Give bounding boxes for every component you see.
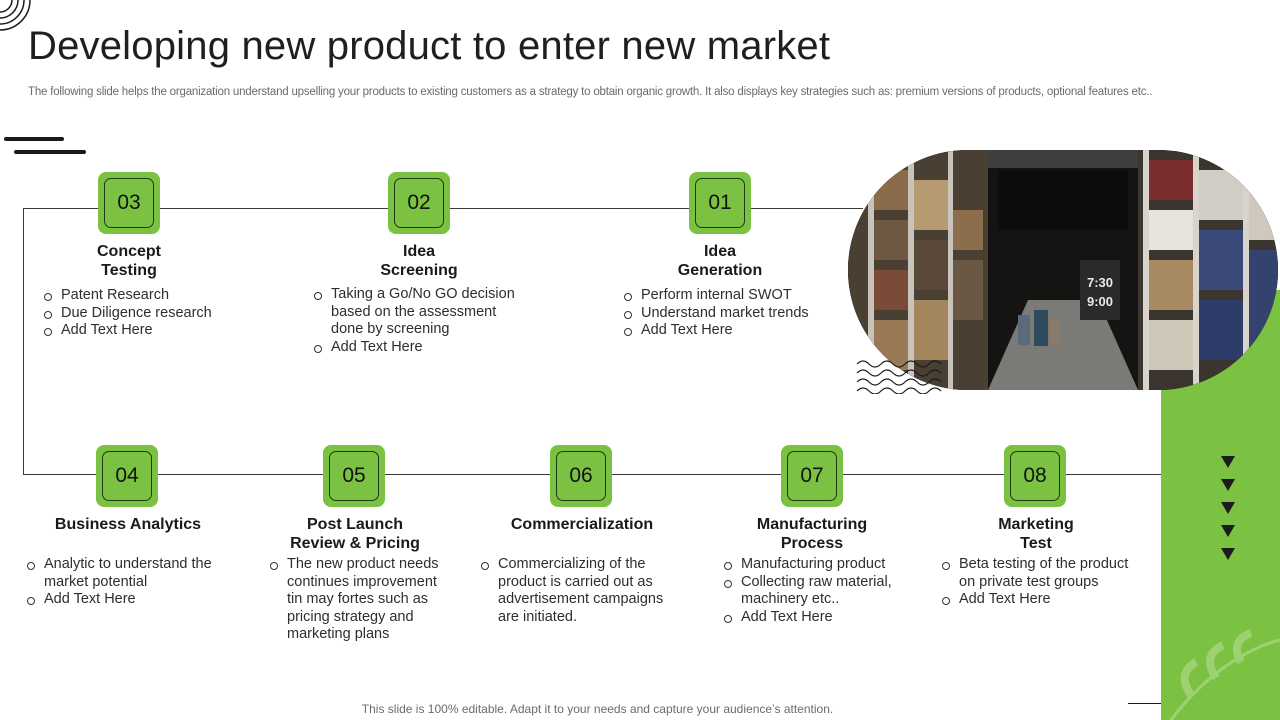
warehouse-photo: 7:30 9:00 (848, 150, 1278, 390)
bullet-item: Add Text Here (26, 591, 226, 609)
step-title-line: Review & Pricing (290, 535, 420, 552)
bullet-item: Add Text Here (623, 322, 848, 340)
down-triangle-icon (1221, 479, 1235, 491)
bullet-item: Taking a Go/No GO decision based on the … (313, 286, 531, 339)
step-title-post-launch-review: Post Launch Review & Pricing (290, 515, 420, 553)
step-number: 06 (556, 451, 606, 501)
decorative-dash (4, 137, 64, 141)
step-badge-07: 07 (781, 445, 843, 507)
bullet-item: Add Text Here (723, 609, 913, 627)
step-title-line: Process (780, 535, 844, 552)
step-title-line: Concept (97, 243, 161, 260)
bullet-item: Add Text Here (43, 322, 263, 340)
step-title-concept-testing: Concept Testing (97, 242, 161, 280)
slide-title: Developing new product to enter new mark… (28, 24, 831, 68)
step-number: 04 (102, 451, 152, 501)
down-triangle-icon (1221, 456, 1235, 468)
step-title-line: Marketing (998, 516, 1074, 533)
footer-rule (1128, 703, 1161, 704)
store-hours-sign-2: 9:00 (1087, 294, 1113, 309)
bullet-item: Understand market trends (623, 305, 848, 323)
step-title-commercialization: Commercialization (511, 515, 653, 534)
step-number: 03 (104, 178, 154, 228)
step-bullets-06: Commercializing of the product is carrie… (480, 556, 680, 626)
step-number: 05 (329, 451, 379, 501)
step-bullets-04: Analytic to understand the market potent… (26, 556, 226, 609)
slide-footer: This slide is 100% editable. Adapt it to… (361, 702, 834, 716)
step-badge-03: 03 (98, 172, 160, 234)
store-hours-sign: 7:30 (1087, 275, 1113, 290)
step-bullets-01: Perform internal SWOT Understand market … (623, 287, 848, 340)
bullet-item: Perform internal SWOT (623, 287, 848, 305)
bullet-item: Commercializing of the product is carrie… (480, 556, 680, 626)
step-number: 07 (787, 451, 837, 501)
step-bullets-08: Beta testing of the product on private t… (941, 556, 1146, 609)
bullet-item: Beta testing of the product on private t… (941, 556, 1146, 591)
step-number: 02 (394, 178, 444, 228)
slide-subtitle: The following slide helps the organizati… (28, 86, 1153, 98)
step-bullets-02: Taking a Go/No GO decision based on the … (313, 286, 531, 356)
warehouse-aisle-image: 7:30 9:00 (848, 150, 1278, 390)
down-triangle-icon (1221, 548, 1235, 560)
step-badge-05: 05 (323, 445, 385, 507)
step-bullets-05: The new product needs continues improvem… (269, 556, 455, 644)
leaf-watermark-icon (1169, 629, 1280, 720)
bullet-item: Collecting raw material, machinery etc.. (723, 574, 913, 609)
step-title-line: Test (1020, 535, 1052, 552)
step-title-line: Commercialization (510, 516, 654, 533)
step-bullets-03: Patent Research Due Diligence research A… (43, 287, 263, 340)
step-title-line: Business Analytics (54, 516, 202, 533)
down-arrows-decoration (1219, 456, 1237, 571)
corner-arcs-decoration (0, 0, 31, 31)
step-badge-04: 04 (96, 445, 158, 507)
decorative-dash (14, 150, 86, 154)
down-triangle-icon (1221, 502, 1235, 514)
step-title-line: Idea (703, 243, 736, 260)
step-number: 01 (695, 178, 745, 228)
bullet-item: Add Text Here (941, 591, 1146, 609)
wave-lines-decoration (856, 360, 942, 394)
bullet-item: Patent Research (43, 287, 263, 305)
step-bullets-07: Manufacturing product Collecting raw mat… (723, 556, 913, 626)
step-title-line: Screening (380, 262, 458, 279)
step-number: 08 (1010, 451, 1060, 501)
step-badge-08: 08 (1004, 445, 1066, 507)
step-badge-06: 06 (550, 445, 612, 507)
timeline-connector-left (23, 208, 24, 475)
bullet-item: Due Diligence research (43, 305, 263, 323)
step-title-manufacturing-process: Manufacturing Process (757, 515, 867, 553)
step-title-line: Post Launch (306, 516, 404, 533)
down-triangle-icon (1221, 525, 1235, 537)
step-title-business-analytics: Business Analytics (55, 515, 201, 534)
step-title-line: Manufacturing (756, 516, 868, 533)
step-title-line: Idea (402, 243, 436, 260)
step-badge-01: 01 (689, 172, 751, 234)
step-title-idea-generation: Idea Generation (678, 242, 762, 280)
bullet-item: Manufacturing product (723, 556, 913, 574)
step-title-marketing-test: Marketing Test (998, 515, 1074, 553)
step-badge-02: 02 (388, 172, 450, 234)
step-title-idea-screening: Idea Screening (380, 242, 457, 280)
bullet-item: Add Text Here (313, 339, 531, 357)
bullet-item: The new product needs continues improvem… (269, 556, 455, 644)
step-title-line: Generation (677, 262, 763, 279)
step-title-line: Testing (101, 262, 157, 279)
bullet-item: Analytic to understand the market potent… (26, 556, 226, 591)
